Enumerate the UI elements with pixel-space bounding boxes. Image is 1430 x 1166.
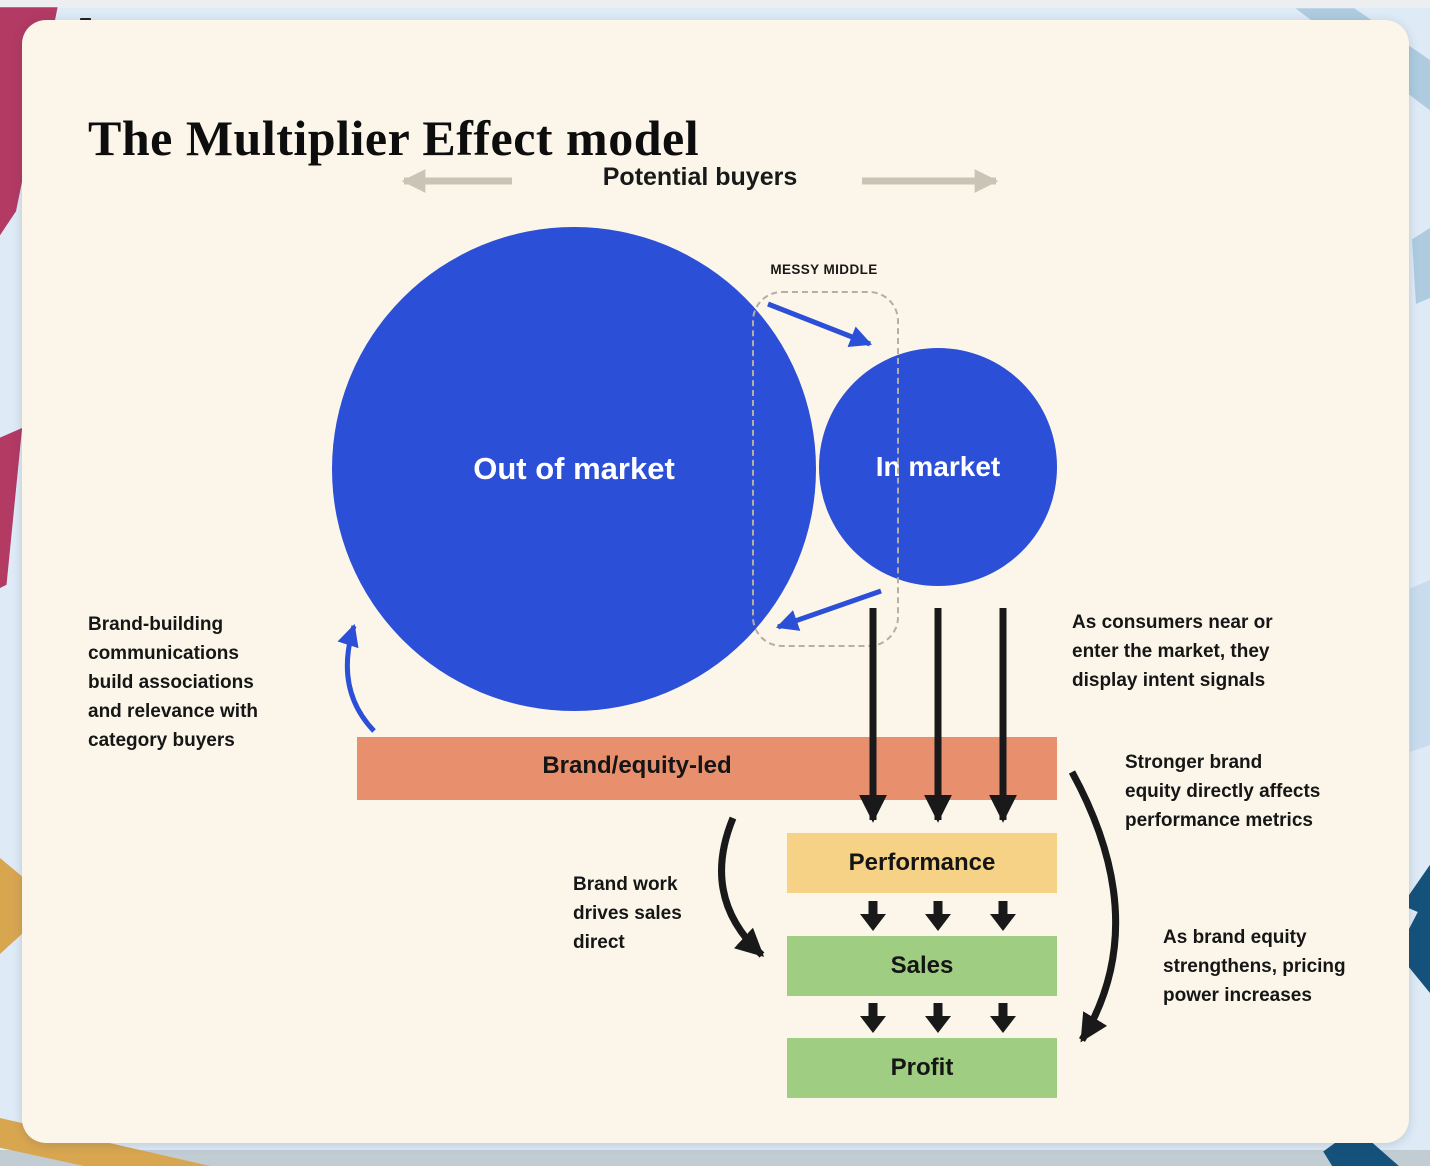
profit-label: Profit <box>890 1054 954 1081</box>
top-edge-strip <box>0 0 1430 8</box>
out-of-market-circle: Out of market <box>332 227 816 711</box>
blue-band-right-upper <box>1412 228 1430 304</box>
in-market-label: In market <box>875 451 1001 482</box>
sales-box: Sales <box>787 936 1057 996</box>
messy-middle-label: MESSY MIDDLE <box>770 262 878 277</box>
brand-work-annotation: Brand work drives sales direct <box>573 874 682 953</box>
stronger-brand-annotation: Stronger brand equity directly affects p… <box>1125 752 1321 831</box>
brand-building-annotation: Brand-building communications build asso… <box>88 614 259 751</box>
performance-label: Performance <box>848 849 996 876</box>
sales-label: Sales <box>890 952 954 979</box>
pricing-power-annotation: As brand equity strengthens, pricing pow… <box>1163 927 1346 1006</box>
blue-band-right-lower <box>1409 580 1430 752</box>
messy-middle-box <box>752 291 899 647</box>
bottom-edge-strip <box>0 1150 1430 1166</box>
profit-box: Profit <box>787 1038 1057 1098</box>
in-market-circle: In market <box>819 348 1057 586</box>
page-title: The Multiplier Effect model <box>88 109 700 166</box>
brand-equity-bar-label: Brand/equity-led <box>542 752 732 779</box>
potential-buyers-label: Potential buyers <box>602 163 798 191</box>
intent-signals-annotation: As consumers near or enter the market, t… <box>1072 612 1273 691</box>
performance-box: Performance <box>787 833 1057 893</box>
out-of-market-label: Out of market <box>473 451 675 486</box>
